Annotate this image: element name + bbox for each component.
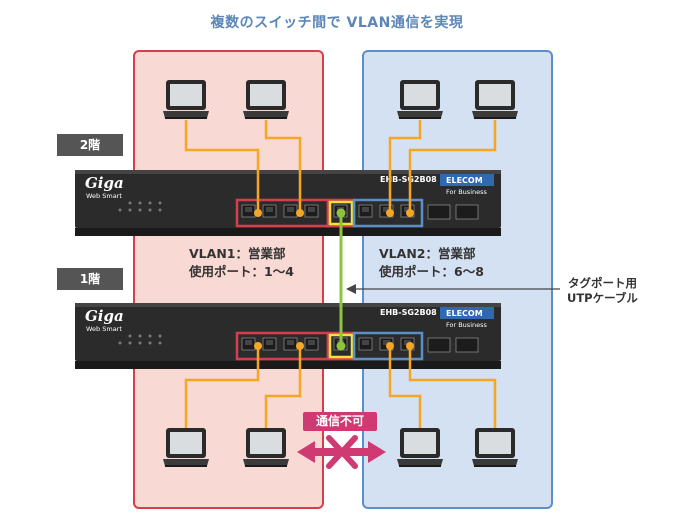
no-communication-badge: 通信不可 [303,412,377,431]
switch-2f-ports [235,198,479,228]
switch-2f-model: EHB-SG2B08 [380,175,437,184]
diagram-title: 複数のスイッチ間で VLAN通信を実現 [210,15,464,31]
floor-label-1f: 1階 [57,268,123,290]
giga-logo: Giga [85,307,124,325]
vlan1-label: VLAN1：営業部 使用ポート：1〜4 [189,245,294,281]
elecom-badge-2f [440,174,494,186]
laptop-1f-2 [243,428,289,467]
cable-label-line2: UTPケーブル [567,291,638,305]
status-leds [118,201,162,345]
laptop-1f-3 [397,428,443,467]
switch-2f-brand: ELECOM [446,176,483,185]
laptop-1f-1 [163,428,209,467]
access-cables-2f [184,120,497,212]
port-dots-2f [254,209,414,217]
web-smart-label: Web Smart [86,325,122,333]
vlan1-zone [133,50,324,509]
no-comm-arrows [297,435,386,469]
switch-2f-tagline: For Business [446,188,487,196]
cable-pointer-arrow [346,284,560,294]
switch-1f-brand: ELECOM [446,309,483,318]
switch-1f-tagline: For Business [446,321,487,329]
floor-label-2f: 2階 [57,134,123,156]
trunk-cable [336,208,346,351]
vlan1-ports: 使用ポート：1〜4 [189,264,294,279]
laptop-1f-4 [472,428,518,467]
trunk-cable-label: タグポート用 UTPケーブル [567,276,638,306]
elecom-badge-1f [440,307,494,319]
laptop-2f-1 [163,80,209,119]
vlan2-ports: 使用ポート：6〜8 [379,264,484,279]
cable-label-line1: タグポート用 [567,276,637,290]
switch-1f-model: EHB-SG2B08 [380,308,437,317]
port-dots-1f [254,342,414,350]
vlan2-zone [362,50,553,509]
switch-2f-logo: Giga Web Smart [85,174,124,200]
web-smart-label: Web Smart [86,192,122,200]
giga-logo: Giga [85,174,124,192]
laptop-2f-4 [472,80,518,119]
switch-1f-logo: Giga Web Smart [85,307,124,333]
vlan2-label: VLAN2：営業部 使用ポート：6〜8 [379,245,484,281]
access-cables-1f [184,346,497,428]
laptop-2f-2 [243,80,289,119]
vlan2-name: VLAN2：営業部 [379,246,476,261]
vlan1-name: VLAN1：営業部 [189,246,286,261]
laptop-2f-3 [397,80,443,119]
